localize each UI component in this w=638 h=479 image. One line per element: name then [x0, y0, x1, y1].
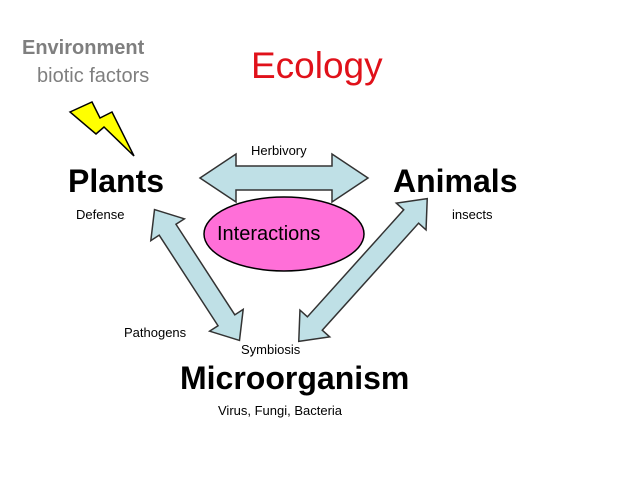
label-symbiosis: Symbiosis	[241, 342, 301, 357]
environment-subtitle: biotic factors	[37, 65, 150, 87]
arrow-animals-microorganism	[297, 197, 429, 343]
node-microorganism: Microorganism	[180, 360, 410, 396]
interactions-label: Interactions	[217, 223, 321, 245]
label-insects: insects	[452, 207, 493, 222]
environment-title: Environment	[22, 37, 145, 59]
label-defense: Defense	[76, 207, 125, 222]
page-title: Ecology	[251, 45, 383, 86]
node-plants: Plants	[68, 163, 165, 199]
arrow-plants-animals	[198, 152, 370, 204]
label-pathogens: Pathogens	[124, 325, 187, 340]
lightning-bolt-icon	[68, 101, 135, 157]
node-animals: Animals	[393, 163, 518, 199]
label-herbivory: Herbivory	[251, 143, 307, 158]
interactions-ellipse	[203, 196, 365, 272]
label-microbes: Virus, Fungi, Bacteria	[218, 403, 343, 418]
arrow-plants-microorganism	[149, 208, 245, 342]
